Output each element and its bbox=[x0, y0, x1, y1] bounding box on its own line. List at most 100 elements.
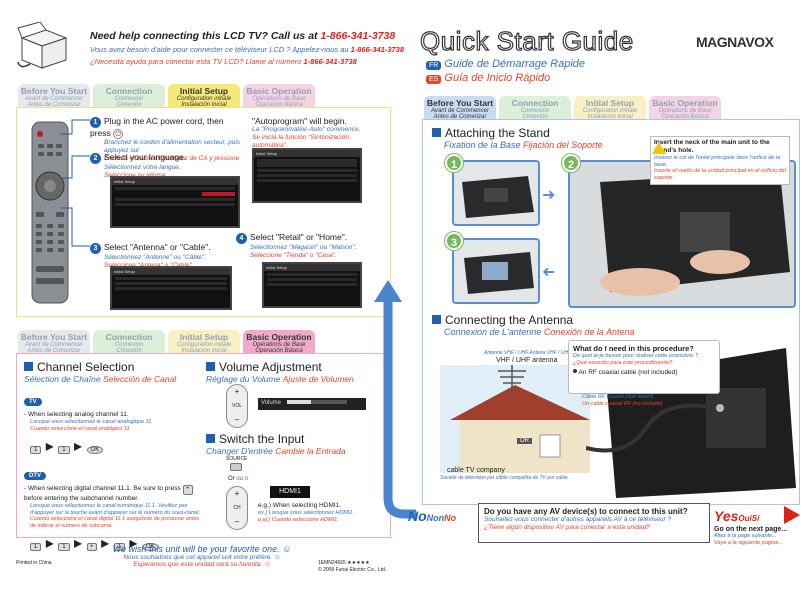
key-1[interactable]: 1 bbox=[58, 446, 70, 455]
smile-icon: ☺ bbox=[264, 561, 271, 568]
no-path-arrow bbox=[374, 280, 416, 519]
tab-label: Connection bbox=[511, 98, 559, 108]
key-1[interactable]: 1 bbox=[30, 543, 42, 552]
arrow-left-icon: ➜ bbox=[542, 264, 556, 281]
tab-es: Conexión bbox=[116, 348, 142, 355]
tab-fr: Opérations de Base bbox=[252, 95, 306, 102]
help-fr: Vous avez besoin d'aide pour connecter c… bbox=[90, 45, 349, 54]
what-need-box: What do I need in this procedure? De quo… bbox=[568, 340, 720, 394]
stand-note: Insert the neck of the main unit to the … bbox=[650, 136, 790, 185]
warning-icon bbox=[652, 142, 666, 154]
volume-osd: Volume bbox=[258, 398, 366, 410]
tab-label: Initial Setup bbox=[585, 98, 635, 108]
key-dot[interactable]: • bbox=[86, 543, 97, 552]
stand-step-1-photo bbox=[452, 160, 540, 226]
volume-osd-fill bbox=[286, 400, 311, 405]
or-es: o bbox=[244, 476, 249, 482]
key-1[interactable]: 1 bbox=[30, 446, 42, 455]
stand-note-text: Insert the neck of the main unit to the … bbox=[654, 139, 770, 155]
help-phone-fr: 1-866-341-3738 bbox=[350, 45, 405, 54]
qsg-fr: Guide de Démarrage Rapide bbox=[444, 58, 586, 70]
rf-cable-es: Un cable coaxial RF (no incluido) bbox=[582, 400, 663, 407]
tab-es: Antes de Comenzar bbox=[27, 348, 81, 355]
input-example: e.g.) When selecting HDMI1. bbox=[258, 502, 342, 509]
fr-code-badge: FR bbox=[426, 61, 442, 70]
vol-rocker[interactable]: +VOL– bbox=[226, 384, 248, 428]
step-3-number: 3 bbox=[90, 243, 101, 254]
step-2-fr: Sélectionnez votre langue. bbox=[104, 164, 181, 171]
basic-operation-panel bbox=[16, 353, 391, 538]
remote-control-icon bbox=[30, 120, 70, 305]
step-2-number: 2 bbox=[90, 153, 101, 164]
help-title: Need help connecting this LCD TV? Call u… bbox=[90, 30, 318, 42]
wish-es: Esperamos que esta unidad será su favori… bbox=[133, 561, 263, 568]
qsg-es: Guía de Inicio Rápido bbox=[444, 72, 551, 84]
bullet-square bbox=[24, 362, 33, 371]
key-1[interactable]: 1 bbox=[113, 543, 125, 552]
tv-fr: Lorsque vous sélectionnez le canal analo… bbox=[30, 419, 153, 426]
tab-es: Instalación inicial bbox=[181, 348, 227, 355]
smile-icon: ☺ bbox=[274, 554, 281, 561]
channel-fr: Sélection de Chaîne bbox=[24, 374, 101, 384]
volume-osd-bar bbox=[286, 400, 347, 405]
tab-es: Operación Básica bbox=[661, 114, 709, 121]
key-ok[interactable]: OK bbox=[141, 543, 159, 552]
tab-fr: Avant de Commencer bbox=[25, 341, 83, 348]
stand-note-es: Inserte el cuello de la unidad principal… bbox=[654, 168, 786, 182]
tab-fr: Configuration initiale bbox=[176, 341, 232, 348]
step-2-text: Select your language. bbox=[104, 152, 187, 162]
tab-es: Instalación inicial bbox=[181, 102, 227, 109]
no-label: NoNonNo bbox=[408, 508, 456, 524]
next-page-link[interactable]: Go on the next page... bbox=[714, 526, 788, 533]
bullet-dot bbox=[573, 369, 577, 374]
input-example-fr: ex.) Lorsque vous sélectionnez HDMI1. bbox=[258, 510, 354, 517]
step-2-es: Seleccione su idioma. bbox=[104, 172, 240, 180]
step-1-text: Plug in the AC power cord, then press bbox=[90, 116, 224, 138]
dtv-text-2: before entering the subchannel number. bbox=[24, 494, 139, 502]
tab-fr: Configuration initiale bbox=[582, 107, 638, 114]
antenna-es: Conexión de la Antena bbox=[543, 327, 635, 337]
volume-osd-label: Volume bbox=[261, 400, 282, 406]
power-button-icon[interactable]: ⏻ bbox=[113, 129, 124, 139]
stand-title: Attaching the Stand bbox=[445, 126, 550, 140]
dtv-fr: Lorsque vous sélectionnez le canal numér… bbox=[30, 502, 188, 516]
volume-fr: Réglage du Volume bbox=[206, 374, 281, 384]
source-button[interactable] bbox=[230, 463, 242, 471]
tab-label: Before You Start bbox=[426, 98, 494, 108]
antenna-fr: Connexion de L'antenne bbox=[444, 327, 542, 337]
tab-label: Connection bbox=[105, 86, 153, 96]
av-question: Do you have any AV device(s) to connect … bbox=[484, 507, 688, 516]
ch-rocker[interactable]: +CH– bbox=[226, 486, 248, 530]
help-es: ¿Necesita ayuda para conectar esta TV LC… bbox=[90, 57, 302, 66]
tab-es: Conexión bbox=[116, 102, 142, 109]
stand-fr: Fixation de la Base bbox=[444, 140, 521, 150]
av-question-es: ¿Tiene algún dispositivo AV para conecta… bbox=[484, 524, 650, 532]
brand-logo: MAGNAVOX bbox=[696, 34, 774, 50]
tab-label: Basic Operation bbox=[652, 98, 718, 108]
key-ok[interactable]: OK bbox=[86, 446, 104, 455]
key-1[interactable]: 1 bbox=[58, 543, 70, 552]
yes-arrow-icon bbox=[784, 506, 800, 524]
dot-key[interactable]: • bbox=[182, 485, 193, 495]
bullet-square bbox=[206, 362, 215, 371]
next-page-es: Vaya a la siguiente página... bbox=[714, 539, 783, 546]
step-1b-fr: La "Programmation Auto" commence. bbox=[252, 126, 361, 133]
av-question-box: Do you have any AV device(s) to connect … bbox=[478, 503, 710, 543]
step-1-es: Enchufe el cable alimentador de CA y pre… bbox=[104, 155, 240, 163]
tab-es: Operación Básica bbox=[255, 102, 303, 109]
dtv-es: Cuando seleccione el canal digital 11.1 … bbox=[30, 516, 185, 523]
yes-label: YesOuiSí bbox=[714, 508, 759, 524]
